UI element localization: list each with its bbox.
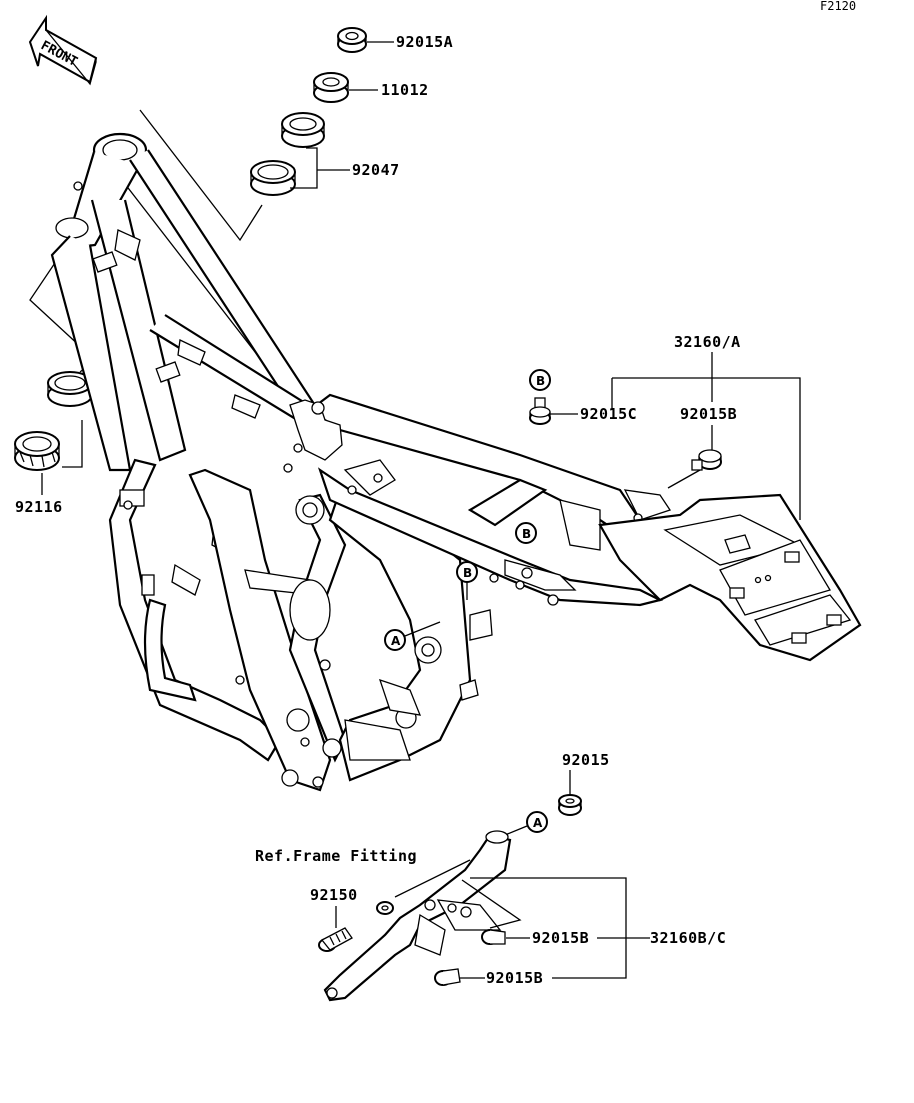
label-92015B-top: 92015B <box>680 405 737 423</box>
race-upper-92047-icon <box>250 160 296 196</box>
bearing-upper-92047-icon <box>281 112 325 148</box>
collar-92015B-mid-icon <box>481 929 506 945</box>
label-92015A: 92015A <box>396 33 453 51</box>
callout-a-stand: A <box>533 816 543 830</box>
callout-b-left: B <box>463 566 472 580</box>
main-frame <box>50 132 862 792</box>
callout-b-mid-icon <box>515 522 537 544</box>
callout-b-mid: B <box>522 527 531 541</box>
label-92015B-mid: 92015B <box>532 929 589 947</box>
collar-92015B-low-icon <box>434 968 461 986</box>
side-stand-bracket <box>323 830 522 1002</box>
callout-b-top-icon <box>529 369 551 391</box>
label-92116: 92116 <box>15 498 63 516</box>
label-92150: 92150 <box>310 886 358 904</box>
callout-a-frame-icon <box>384 629 406 651</box>
figure-code: F2120 <box>820 0 856 13</box>
label-32160A: 32160/A <box>674 333 741 351</box>
collar-11012-icon <box>313 72 349 103</box>
label-92015: 92015 <box>562 751 610 769</box>
bolt-92150-icon <box>318 927 353 952</box>
front-arrow-icon: FRONT <box>28 14 98 86</box>
collar-92015C-icon <box>529 397 551 425</box>
nut-92015A-icon <box>337 27 367 53</box>
bearing-lower-92116-icon <box>14 431 60 471</box>
label-92015C-top: 92015C <box>580 405 637 423</box>
callout-a-frame: A <box>391 634 401 648</box>
label-11012: 11012 <box>381 81 429 99</box>
callout-a-stand-icon <box>526 811 548 833</box>
label-92015B-low: 92015B <box>486 969 543 987</box>
washer-ref-icon <box>376 901 394 915</box>
nut-92015-icon <box>558 794 582 816</box>
callout-b-top: B <box>536 374 545 388</box>
collar-92015B-top-icon <box>691 449 722 471</box>
label-92047: 92047 <box>352 161 400 179</box>
label-32160BC: 32160B/C <box>650 929 726 947</box>
label-ref-frame-fitting: Ref.Frame Fitting <box>255 847 417 865</box>
